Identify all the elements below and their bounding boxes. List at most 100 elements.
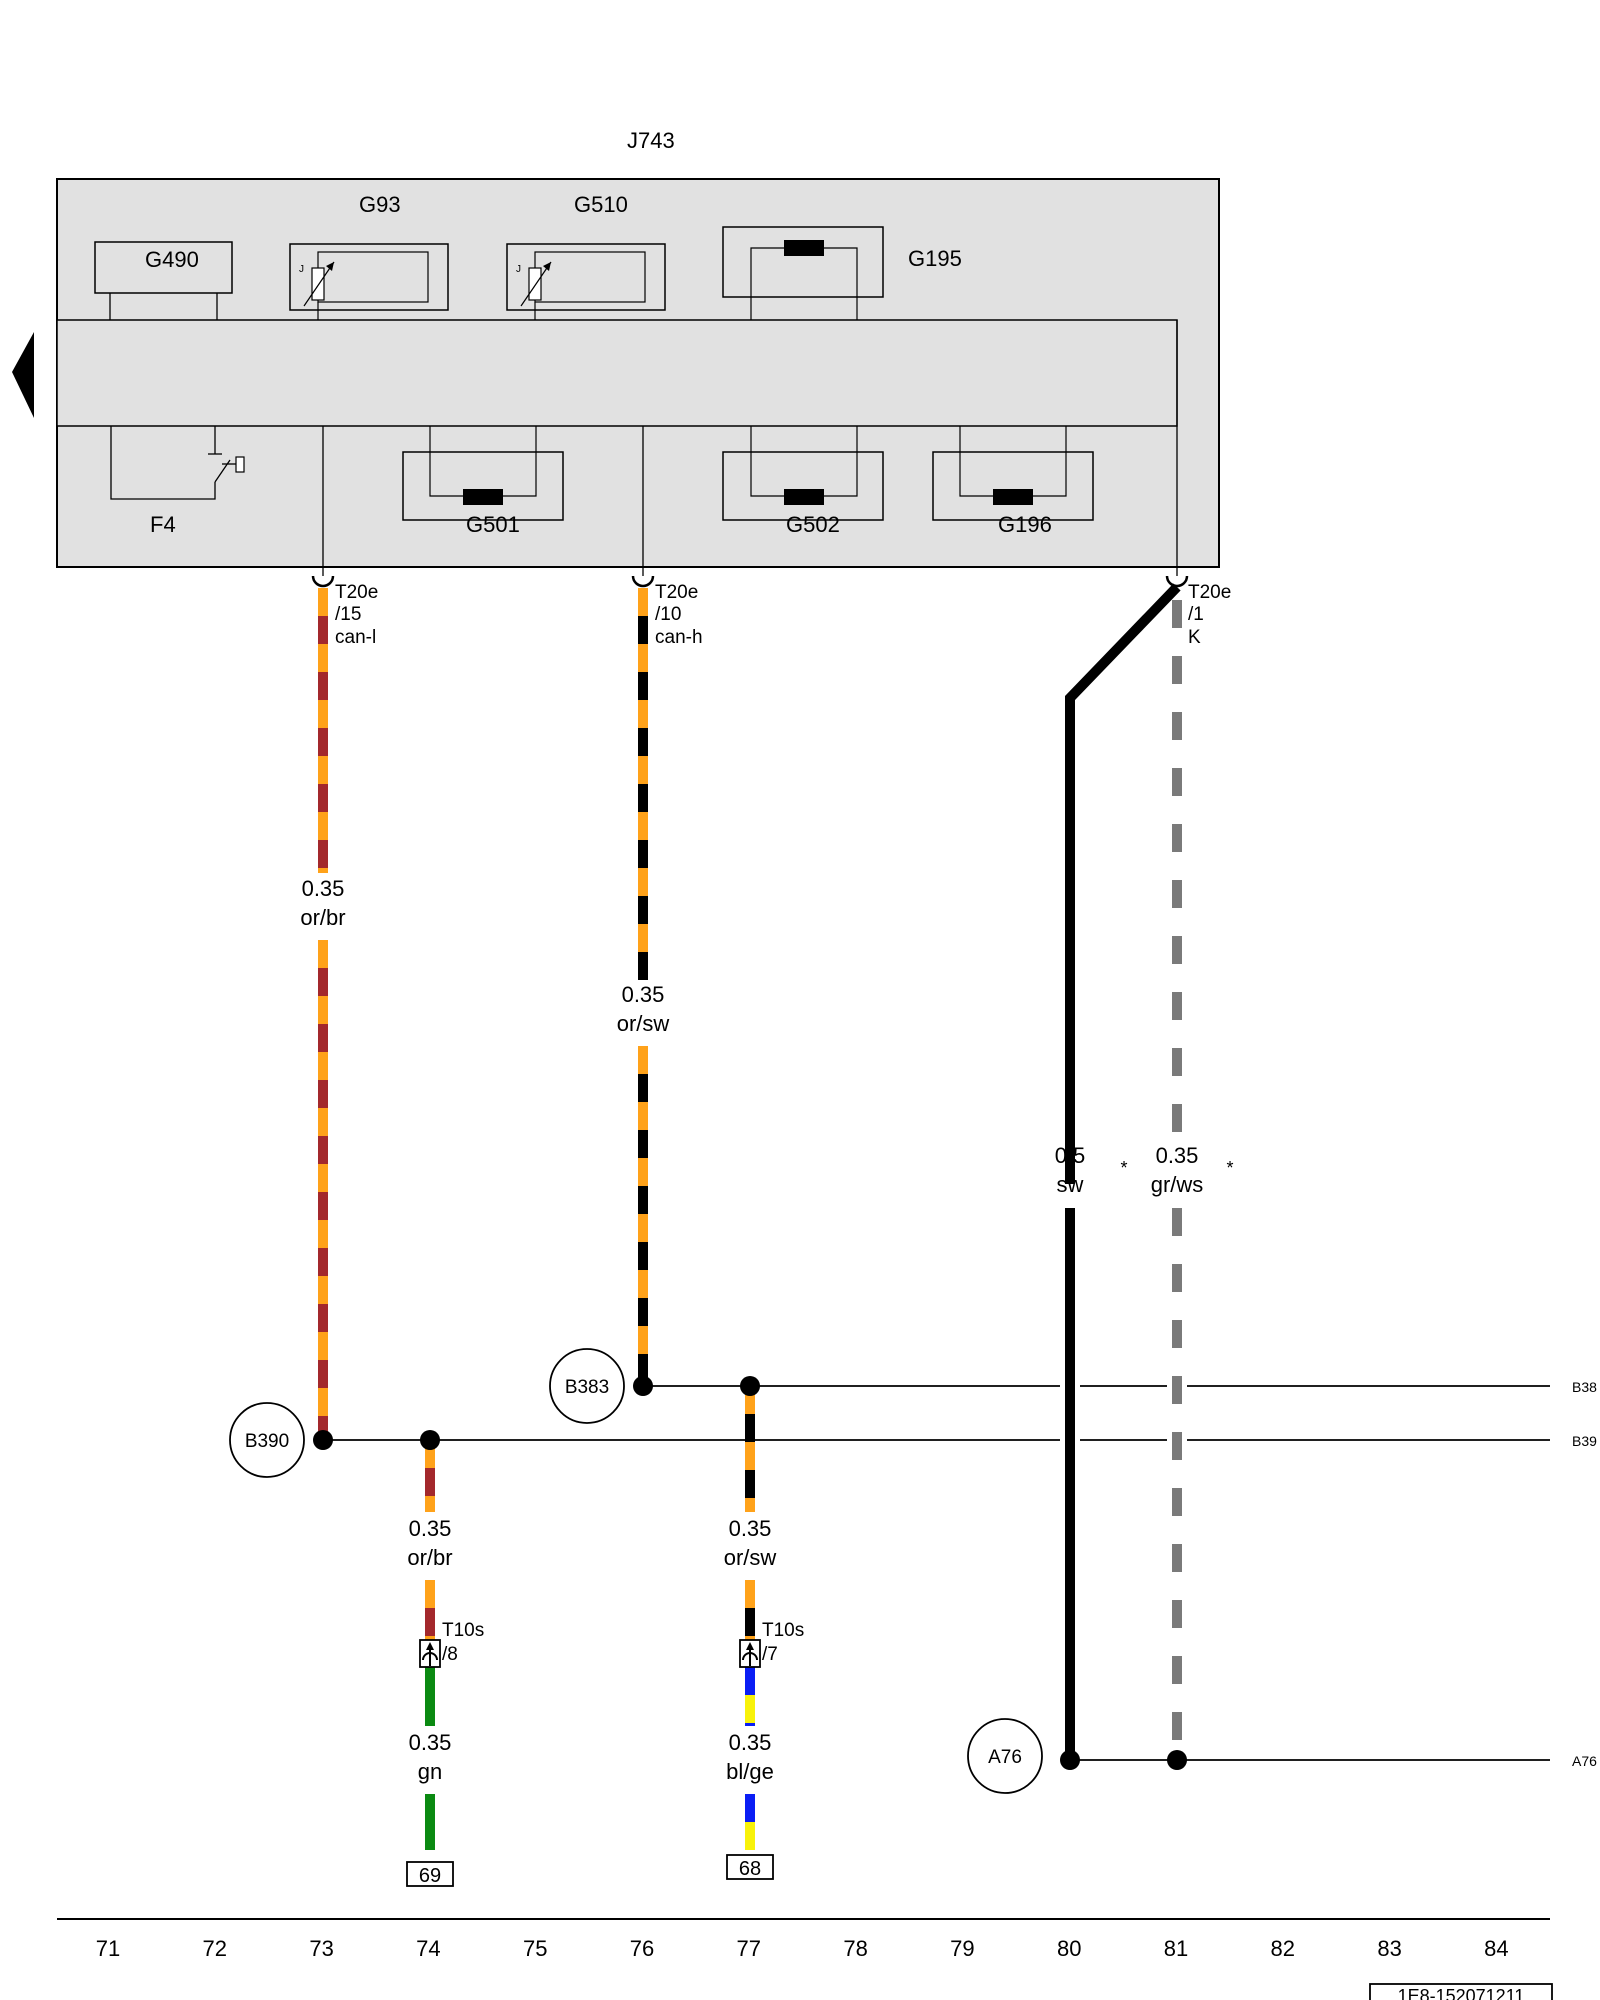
wire-label-gn: 0.35 gn — [409, 1730, 452, 1784]
g502-element — [784, 489, 824, 505]
wire-or-br — [318, 588, 328, 873]
g196-box — [932, 451, 1094, 521]
continuation-b39: B39 — [1572, 1433, 1597, 1449]
svg-text:can-h: can-h — [655, 627, 703, 648]
continuation-a76: A76 — [1572, 1753, 1597, 1769]
svg-text:T10s: T10s — [442, 1620, 484, 1641]
internal-bus-block — [56, 319, 1178, 427]
wire-or-br — [425, 1440, 435, 1512]
g501-box — [402, 451, 564, 521]
grid-number: 72 — [203, 1936, 227, 1961]
wire-label-bl-ge: 0.35 bl/ge — [726, 1730, 774, 1784]
g196-label: G196 — [998, 512, 1052, 537]
connector-t10s-8-label: T10s /8 — [442, 1620, 484, 1665]
g501-element — [463, 489, 503, 505]
svg-text:/15: /15 — [335, 604, 361, 625]
wire-bl-ge — [745, 1667, 755, 1726]
svg-text:J: J — [299, 264, 304, 275]
wire-gr-ws — [1172, 600, 1182, 1140]
footnote-mark: * — [1120, 1158, 1127, 1178]
wire-or-sw — [745, 1580, 755, 1640]
grid-number: 75 — [523, 1936, 547, 1961]
g490-box — [94, 241, 233, 294]
wire-or-sw — [745, 1386, 755, 1512]
terminal-68-label: 68 — [739, 1858, 761, 1880]
wire-segments — [318, 588, 1182, 1850]
grid-number: 84 — [1484, 1936, 1508, 1961]
wire-or-br — [425, 1580, 435, 1640]
svg-text:/7: /7 — [762, 1644, 778, 1665]
svg-text:/1: /1 — [1188, 604, 1204, 625]
wire-or-sw — [638, 1046, 648, 1386]
svg-text:0.35: 0.35 — [622, 982, 665, 1007]
pin-label-t20e-1: T20e /1 K — [1188, 582, 1231, 648]
terminal-68 — [726, 1854, 774, 1880]
wire-label-or-sw-top: 0.35 or/sw — [617, 982, 670, 1036]
pin-socket-icon — [1165, 575, 1189, 588]
wire-gn — [425, 1667, 435, 1726]
svg-text:gn: gn — [418, 1759, 442, 1784]
pin-socket-icon — [311, 575, 335, 588]
wire-label-sw: 0.5 sw — [1055, 1143, 1086, 1197]
svg-text:T20e: T20e — [655, 582, 698, 603]
g502-label: G502 — [786, 512, 840, 537]
splice-ref-b390-label: B390 — [245, 1431, 289, 1452]
svg-text:0.35: 0.35 — [729, 1516, 772, 1541]
wire-sw-diagonal — [1065, 583, 1181, 1184]
grid-number: 83 — [1377, 1936, 1401, 1961]
g502-box — [722, 451, 884, 521]
g501-label: G501 — [466, 512, 520, 537]
grid-number: 73 — [309, 1936, 333, 1961]
grid-number: 77 — [737, 1936, 761, 1961]
g93-sensor-symbol — [311, 267, 325, 301]
grid-number: 82 — [1271, 1936, 1295, 1961]
grid-number: 78 — [843, 1936, 867, 1961]
f4-label: F4 — [150, 512, 176, 537]
pin-socket-icon — [631, 575, 655, 588]
g93-label: G93 — [359, 192, 401, 217]
splice-dot — [633, 1376, 653, 1396]
splice-ref-b383-label: B383 — [565, 1377, 609, 1398]
wire-label-or-br-branch: 0.35 or/br — [407, 1516, 452, 1570]
splice-ref-b383 — [549, 1348, 625, 1424]
wire-or-sw — [638, 588, 648, 980]
wire-bl-ge — [745, 1794, 755, 1850]
wire-sw — [1065, 1208, 1075, 1760]
terminal-69-label: 69 — [419, 1865, 441, 1887]
pin-label-t20e-15: T20e /15 can-l — [335, 582, 378, 648]
switch-actuator-icon — [235, 456, 245, 473]
g195-element — [784, 240, 824, 256]
grid-number: 79 — [950, 1936, 974, 1961]
module-title: J743 — [627, 128, 675, 153]
continuation-b38: B38 — [1572, 1379, 1597, 1395]
svg-text:or/br: or/br — [407, 1545, 452, 1570]
g490-label: G490 — [145, 247, 199, 272]
connector-t10s-7-label: T10s /7 — [762, 1620, 804, 1665]
svg-text:/10: /10 — [655, 604, 681, 625]
grid-number: 81 — [1164, 1936, 1188, 1961]
svg-text:sw: sw — [1057, 1172, 1084, 1197]
left-arrow-icon — [12, 332, 34, 418]
g510-label: G510 — [574, 192, 628, 217]
svg-text:0.35: 0.35 — [409, 1730, 452, 1755]
svg-text:or/br: or/br — [300, 905, 345, 930]
svg-text:or/sw: or/sw — [724, 1545, 777, 1570]
svg-text:T10s: T10s — [762, 1620, 804, 1641]
doc-id: 1E8-152071211 — [1398, 1986, 1525, 2000]
svg-text:0.35: 0.35 — [1156, 1143, 1199, 1168]
svg-text:T20e: T20e — [335, 582, 378, 603]
wire-gn — [425, 1794, 435, 1850]
wire-or-br — [318, 940, 328, 1440]
splice-dot — [1167, 1750, 1187, 1770]
svg-text:0.35: 0.35 — [729, 1730, 772, 1755]
wire-label-gr-ws: 0.35 gr/ws — [1151, 1143, 1204, 1197]
splice-dot — [313, 1430, 333, 1450]
g195-box — [722, 226, 884, 298]
svg-text:bl/ge: bl/ge — [726, 1759, 774, 1784]
svg-text:K: K — [1188, 627, 1201, 648]
svg-text:can-l: can-l — [335, 627, 376, 648]
splice-ref-a76-label: A76 — [988, 1747, 1022, 1768]
footnote-mark: * — [1226, 1158, 1233, 1178]
g510-sensor-symbol — [528, 267, 542, 301]
